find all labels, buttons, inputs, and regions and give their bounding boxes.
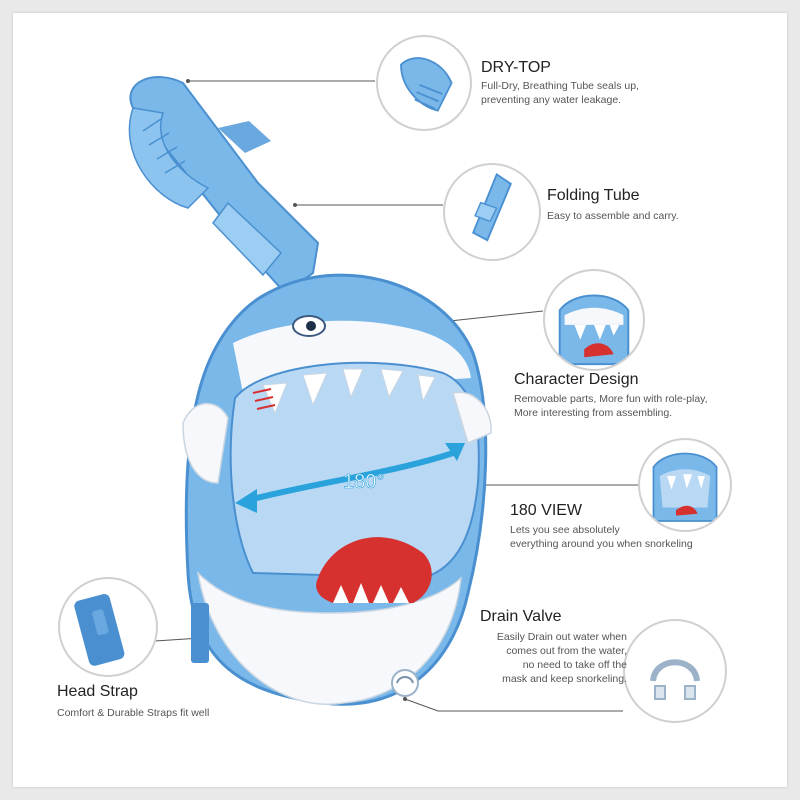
head-strap-title: Head Strap — [57, 683, 138, 700]
drain-valve-desc-line-1: Easily Drain out water when — [496, 631, 627, 643]
snorkel-tube — [128, 76, 320, 295]
folding-tube-icon — [472, 172, 512, 242]
character-design-title: Character Design — [514, 371, 639, 388]
view-180-desc-line-2: everything around you when snorkeling — [510, 538, 693, 550]
head-strap-desc-line-1: Comfort & Durable Straps fit well — [57, 707, 210, 719]
mask-body — [182, 273, 492, 706]
view-180-desc-line-1: Lets you see absolutely — [510, 524, 620, 536]
drain-valve-circle — [623, 619, 727, 723]
dry-top-valve-icon — [400, 57, 453, 112]
drain-valve-desc-line-3: no need to take off the — [522, 659, 627, 671]
dry-top-desc-line-1: Full-Dry, Breathing Tube seals up, — [481, 80, 639, 92]
product-infographic: 180° DRY-TOP Full-Dry, Breathing Tube se… — [13, 13, 787, 787]
head-strap-icon — [74, 593, 125, 666]
drain-valve-icon — [650, 659, 700, 700]
drain-valve-desc-line-2: comes out from the water, — [506, 645, 627, 657]
folding-tube-circle — [443, 163, 541, 261]
view-180-circle — [638, 438, 732, 532]
view-180-arrow: 180° — [235, 443, 465, 513]
dry-top-circle — [376, 35, 472, 131]
dry-top-desc-line-2: preventing any water leakage. — [481, 94, 622, 106]
folding-tube-title: Folding Tube — [547, 187, 640, 204]
character-design-desc-line-1: Removable parts, More fun with role-play… — [514, 393, 708, 405]
view-180-title: 180 VIEW — [510, 502, 583, 519]
head-strap-circle — [58, 577, 158, 677]
character-design-desc-line-2: More interesting from assembling. — [514, 407, 673, 419]
mask-front-icon — [652, 452, 718, 522]
shark-snorkel-mask-illustration: 180° — [128, 76, 638, 712]
drain-valve-title: Drain Valve — [480, 608, 562, 625]
dry-top-title: DRY-TOP — [481, 59, 551, 76]
drain-valve-desc-line-4: mask and keep snorkeling. — [502, 673, 627, 685]
character-design-circle — [543, 269, 645, 371]
folding-tube-desc-line-1: Easy to assemble and carry. — [547, 210, 679, 222]
view-180-label: 180° — [343, 471, 384, 493]
shark-face-icon — [558, 294, 630, 366]
